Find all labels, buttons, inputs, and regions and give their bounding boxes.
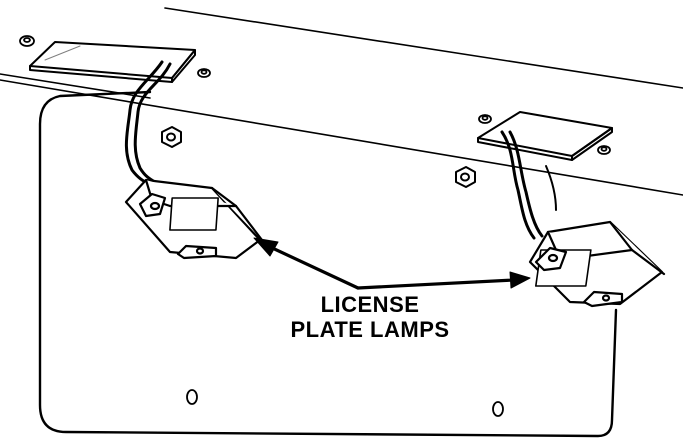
screw-icon	[197, 68, 211, 78]
arrow-head-right	[509, 271, 531, 289]
screw-icon	[19, 35, 35, 47]
screw-icon	[478, 114, 492, 124]
hex-nut-icon	[161, 126, 182, 148]
lamp-housing-icon	[528, 220, 666, 308]
callout-label: LICENSE PLATE LAMPS	[230, 292, 510, 342]
callout-line-2: PLATE LAMPS	[290, 317, 450, 342]
screw-heads	[19, 35, 611, 155]
mounting-hole-icon	[186, 389, 198, 405]
arrow-line-right	[356, 278, 516, 290]
arrow-line-left	[266, 244, 360, 290]
hex-nut-icon	[455, 166, 476, 188]
callout-arrows	[253, 237, 531, 290]
arrow-head-left	[253, 237, 279, 257]
right-lamp-base	[477, 111, 613, 161]
mounting-hole-icon	[492, 401, 504, 417]
left-lamp-base	[29, 41, 196, 83]
twisted-wire-icon	[500, 130, 557, 240]
lamp-housing-icon	[124, 178, 264, 260]
screw-icon	[597, 145, 611, 155]
twisted-wire-icon	[124, 60, 172, 186]
callout-line-1: LICENSE	[320, 292, 420, 317]
